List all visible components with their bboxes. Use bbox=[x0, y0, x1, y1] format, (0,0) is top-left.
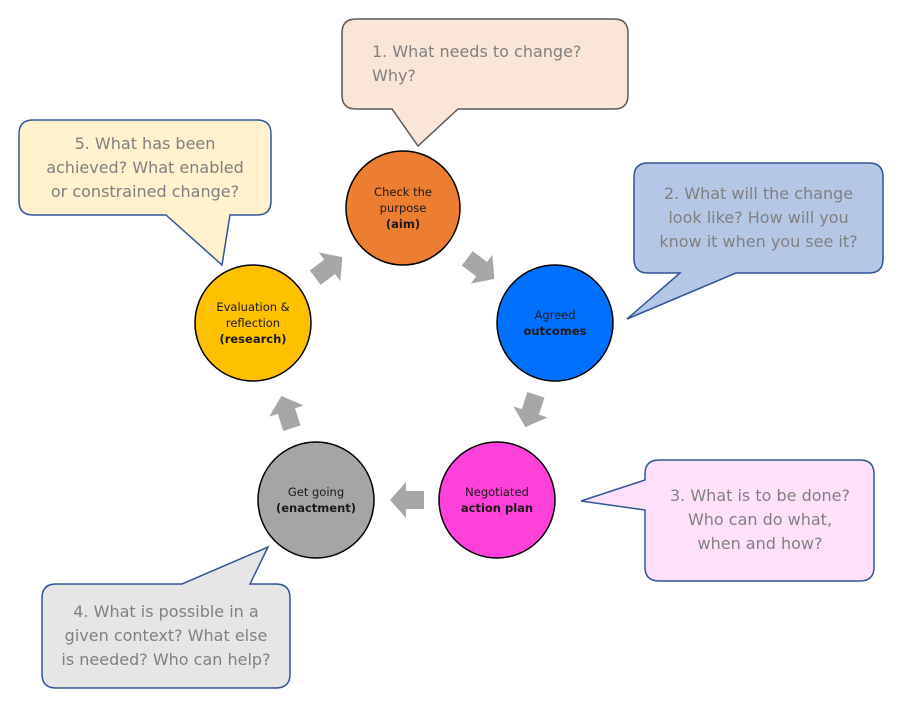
callout-1-text: 1. What needs to change? Why? bbox=[372, 42, 582, 85]
step-label-outcomes-bold: outcomes bbox=[523, 324, 587, 338]
callout-2-shape bbox=[626, 162, 884, 320]
callout-4-shape bbox=[41, 545, 291, 689]
step-label-outcomes: Agreed outcomes bbox=[505, 290, 605, 356]
step-label-enactment-line1: Get going bbox=[287, 485, 345, 499]
callout-5-text: 5. What has been achieved? What enabled … bbox=[46, 134, 244, 201]
callout-3-shape bbox=[580, 459, 875, 582]
step-label-research-line2: reflection bbox=[225, 316, 281, 330]
callout-1-shape bbox=[341, 18, 629, 148]
step-label-action-plan-bold: action plan bbox=[460, 501, 534, 515]
step-circle-enactment[interactable] bbox=[257, 441, 375, 559]
arrow-outcomes-to-action-plan-icon bbox=[513, 392, 548, 428]
step-label-aim: Check the purpose (aim) bbox=[353, 170, 453, 246]
step-label-aim-line2: purpose bbox=[379, 201, 427, 215]
step-circle-action-plan[interactable] bbox=[438, 441, 556, 559]
step-label-enactment-bold: (enactment) bbox=[275, 501, 357, 515]
step-label-research-line1: Evaluation & bbox=[216, 300, 290, 314]
callout-2-text: 2. What will the change look like? How w… bbox=[659, 184, 858, 251]
step-label-enactment: Get going (enactment) bbox=[266, 467, 366, 533]
step-circle-research[interactable] bbox=[194, 264, 312, 382]
callout-5-shape bbox=[18, 119, 272, 267]
step-label-research-bold: (research) bbox=[219, 332, 287, 346]
step-label-action-plan: Negotiated action plan bbox=[447, 467, 547, 533]
arrow-enactment-to-research-icon bbox=[269, 395, 304, 431]
step-label-outcomes-line1: Agreed bbox=[534, 308, 576, 322]
callout-4-text: 4. What is possible in a given context? … bbox=[61, 602, 271, 669]
step-label-research: Evaluation & reflection (research) bbox=[198, 285, 308, 361]
step-circle-aim[interactable] bbox=[345, 150, 461, 266]
step-label-aim-bold: (aim) bbox=[385, 217, 421, 231]
arrow-research-to-aim-icon bbox=[309, 252, 343, 285]
callout-3-text: 3. What is to be done? Who can do what, … bbox=[670, 486, 850, 553]
step-label-action-plan-line1: Negotiated bbox=[465, 485, 529, 499]
step-circle-outcomes[interactable] bbox=[496, 264, 614, 382]
arrow-action-plan-to-enactment-icon bbox=[390, 482, 424, 518]
step-label-aim-line1: Check the bbox=[374, 185, 432, 199]
arrow-aim-to-outcomes-icon bbox=[461, 251, 495, 284]
